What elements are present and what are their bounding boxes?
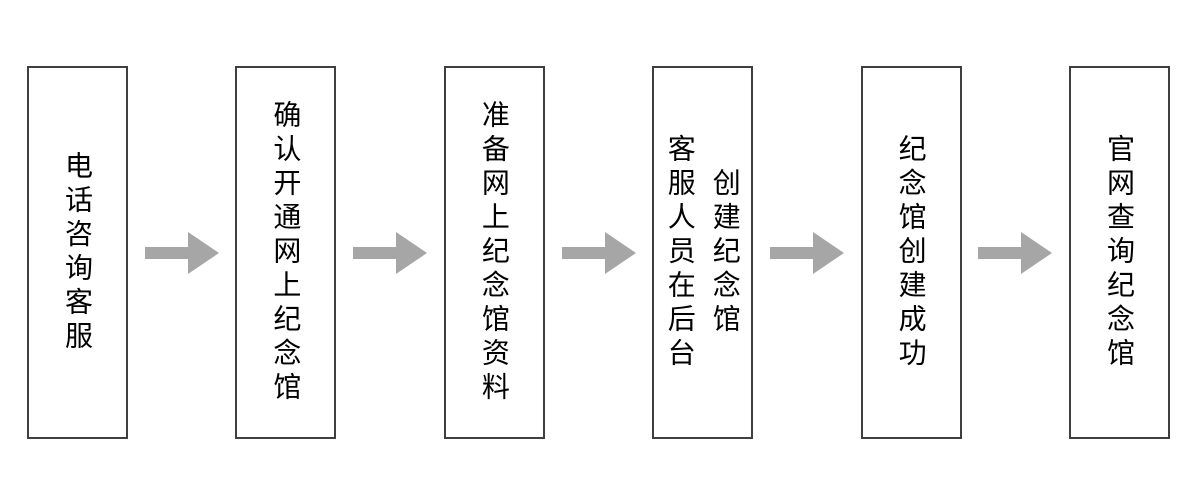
flow-step-create-success: 纪念馆创建成功 bbox=[860, 66, 962, 439]
flow-arrow-5 bbox=[962, 231, 1069, 275]
right-arrow-icon bbox=[353, 231, 428, 274]
flow-step-label: 官网查询纪念馆 bbox=[1104, 133, 1136, 372]
flow-arrow-4 bbox=[753, 231, 860, 275]
flow-step-backend-create: 客服人员在后台 创建纪念馆 bbox=[652, 66, 754, 439]
flow-step-prepare-materials: 准备网上纪念馆资料 bbox=[443, 66, 545, 439]
flow-step-label: 电话咨询客服 bbox=[62, 150, 93, 355]
flow-arrow-3 bbox=[545, 231, 652, 275]
right-arrow-icon bbox=[769, 231, 844, 274]
flow-step-confirm-open: 确认开通网上纪念馆 bbox=[235, 66, 337, 439]
flow-step-query-official-site: 官网查询纪念馆 bbox=[1069, 66, 1171, 439]
right-arrow-icon bbox=[144, 231, 219, 274]
right-arrow-icon bbox=[561, 231, 636, 274]
flow-arrow-1 bbox=[128, 231, 235, 275]
flow-step-label: 准备网上纪念馆资料 bbox=[478, 99, 510, 406]
flow-step-label: 确认开通网上纪念馆 bbox=[270, 99, 302, 406]
flow-step-label: 纪念馆创建成功 bbox=[895, 133, 927, 372]
flow-step-label: 客服人员在后台 创建纪念馆 bbox=[664, 133, 741, 372]
flow-step-phone-consult: 电话咨询客服 bbox=[27, 66, 128, 439]
right-arrow-icon bbox=[978, 231, 1053, 274]
flow-arrow-2 bbox=[336, 231, 443, 275]
